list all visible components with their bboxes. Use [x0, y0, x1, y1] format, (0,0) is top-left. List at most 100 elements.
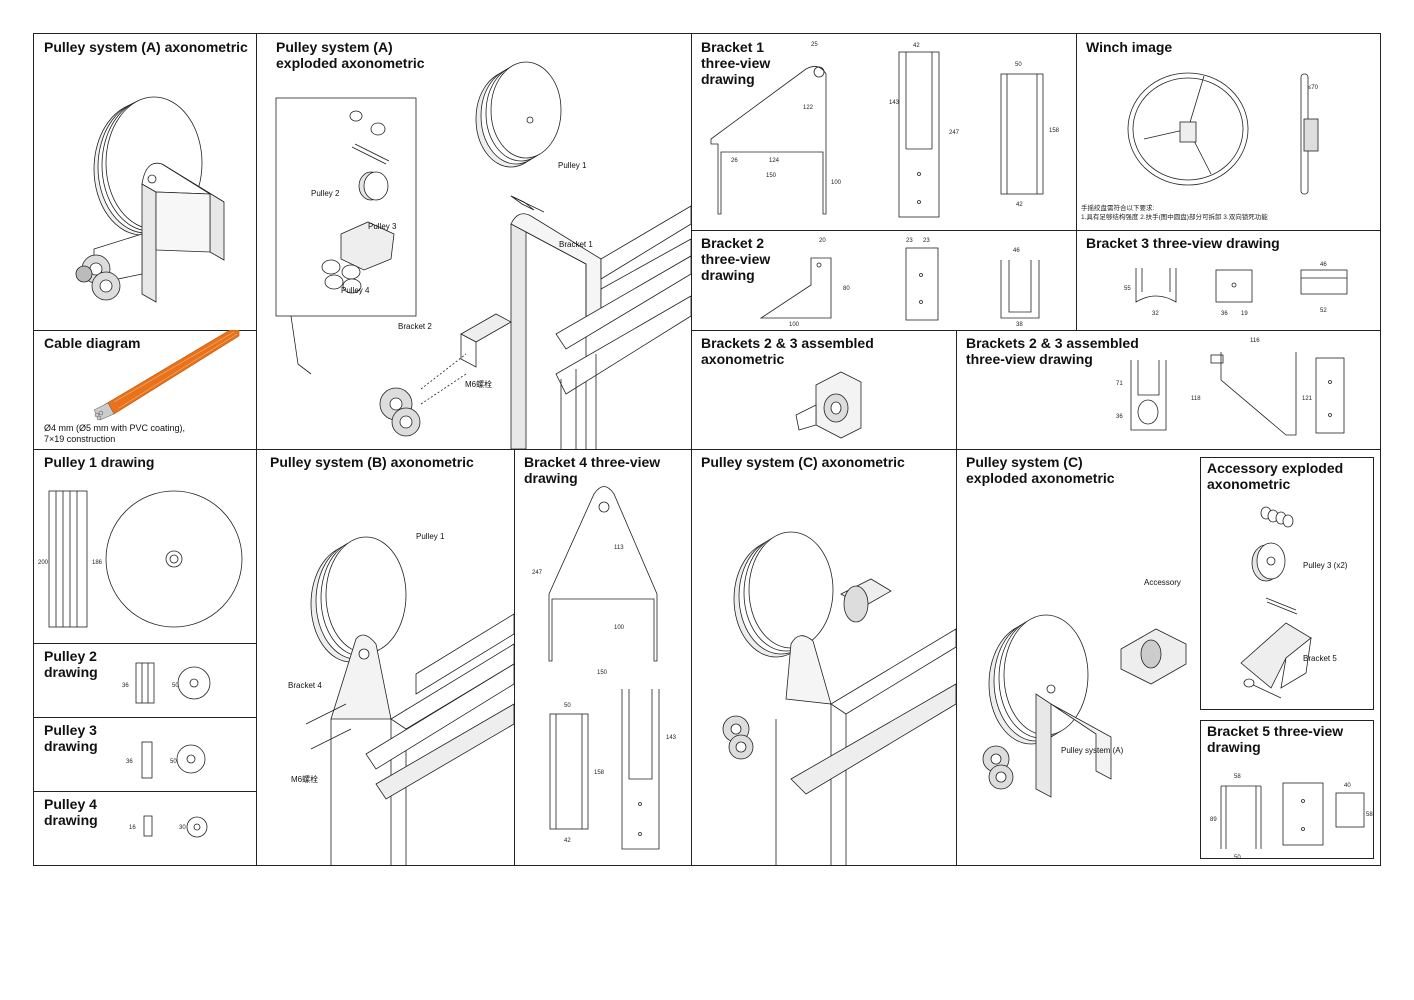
- panel-bracket3: Bracket 3 three-view drawing 55 32 36 19…: [1076, 230, 1380, 330]
- dim-b1-15: 150: [766, 173, 777, 179]
- panel-title: Pulley 4 drawing: [44, 796, 98, 828]
- bracket1-drawing: 25 42 122 143 247 100 26 124 150 158 50 …: [710, 42, 1060, 218]
- pulley4-drawing: 16 30: [129, 815, 208, 838]
- divider: [34, 330, 256, 331]
- divider: [34, 717, 256, 718]
- dim-p4-2: 30: [179, 825, 186, 831]
- panel-title: Cable diagram: [44, 335, 141, 351]
- panel-title: Pulley system (A) axonometric: [44, 39, 248, 55]
- dim-b23-4: 118: [1191, 396, 1201, 402]
- pulley1-drawing: 200 186: [38, 490, 243, 628]
- dim-b2-7: 100: [789, 322, 800, 328]
- dim-b3-9: 36: [1221, 311, 1228, 317]
- winch-note: 手摇绞盘需符合以下要求: 1.具有足够结构强度 2.扶手(图中圆盘)部分可拆卸 …: [1081, 205, 1268, 221]
- panel-brackets23-axo: Brackets 2 & 3 assembled axonometric: [691, 330, 956, 449]
- bracket4-drawing: 113 247 100 150 50 158 42 143: [532, 486, 677, 850]
- label-bolt: M6螺栓: [465, 380, 493, 389]
- dim-b1-17: 158: [1049, 128, 1060, 134]
- pulley2-drawing: 36 50: [122, 662, 211, 704]
- pulley-a-exploded-illustration: [275, 61, 691, 449]
- dim-p1-0: 200: [38, 560, 49, 566]
- dim-b2-11: 23: [906, 238, 913, 244]
- label-pulley4: Pulley 4: [341, 286, 370, 295]
- dim-b1-5: 143: [889, 100, 900, 106]
- panel-bracket4: Bracket 4 three-view drawing 113 247 100…: [514, 449, 691, 865]
- panel-title: Bracket 2 three-view drawing: [701, 235, 771, 283]
- dim-p2-3: 50: [172, 683, 179, 689]
- bracket2-drawing: 20 80 100 23 23 46 38: [759, 238, 1040, 328]
- cable-caption: Ø4 mm (Ø5 mm with PVC coating), 7×19 con…: [44, 423, 186, 444]
- panel-pulley2-drawing: Pulley 2 drawing 36 50: [34, 643, 256, 717]
- dim-b5-0: 58: [1234, 774, 1241, 780]
- dim-p3-2: 50: [170, 759, 177, 765]
- label-pulley2: Pulley 2: [311, 189, 340, 198]
- bracket3-drawing: 55 32 36 19 46 52: [1124, 262, 1348, 317]
- divider: [34, 449, 1380, 450]
- panel-pulley-c-axo: Pulley system (C) axonometric: [691, 449, 956, 865]
- dim-b1-13: 26: [731, 158, 738, 164]
- dim-p3-0: 36: [126, 759, 133, 765]
- dim-b23-0: 116: [1250, 338, 1260, 344]
- dim-b4-4: 150: [597, 670, 608, 676]
- panel-title: Pulley system (C) axonometric: [701, 454, 905, 470]
- bracket5-drawing: 58 89 50 40 58: [1210, 774, 1373, 860]
- label-system-a: Pulley system (A): [1061, 746, 1124, 755]
- dim-b23-2: 36: [1116, 414, 1123, 420]
- dim-b5-4: 89: [1210, 817, 1217, 823]
- divider: [956, 330, 957, 449]
- panel-cable: Cable diagram Ø4 mm (Ø5 mm with PVC coat…: [34, 330, 256, 449]
- dim-b2-12: 23: [923, 238, 930, 244]
- winch-dim: ≤70: [1308, 85, 1319, 91]
- panel-brackets23-three: Brackets 2 & 3 assembled three-view draw…: [956, 330, 1380, 449]
- panel-title: Pulley system (B) axonometric: [270, 454, 474, 470]
- pulley3-drawing: 36 50: [126, 741, 206, 779]
- dim-b4-7: 42: [564, 838, 571, 844]
- dim-p4-0: 16: [129, 825, 136, 831]
- panel-pulley-a-axo: Pulley system (A) axonometric: [34, 34, 256, 330]
- dim-b5-8: 50: [1234, 855, 1241, 860]
- pulley-a-illustration: [75, 96, 225, 303]
- dim-b2-16: 38: [1016, 322, 1023, 328]
- label-pulley3x2: Pulley 3 (x2): [1303, 561, 1348, 570]
- pulley-b-illustration: [305, 536, 514, 865]
- dim-b1-14: 124: [769, 158, 780, 164]
- panel-title: Bracket 5 three-view drawing: [1207, 723, 1344, 755]
- panel-title: Brackets 2 & 3 assembled axonometric: [701, 335, 874, 367]
- panel-title: Pulley 2 drawing: [44, 648, 98, 680]
- pulley-c-exploded-illustration: [982, 614, 1187, 798]
- panel-title: Accessory exploded axonometric: [1207, 460, 1344, 492]
- panel-title: Bracket 4 three-view drawing: [524, 454, 661, 486]
- drawing-sheet: Pulley system (A) axonometric: [33, 33, 1381, 866]
- dim-b3-2: 32: [1152, 311, 1159, 317]
- dim-b5-3: 40: [1344, 783, 1351, 789]
- dim-b4-5: 50: [564, 703, 571, 709]
- dim-b1-20: 50: [1015, 62, 1022, 68]
- dim-b3-11: 46: [1320, 262, 1327, 268]
- dim-b1-6: 247: [949, 130, 960, 136]
- panel-bracket2: Bracket 2 three-view drawing 20 80 100 2…: [691, 230, 1076, 330]
- panel-title: Bracket 3 three-view drawing: [1086, 235, 1280, 251]
- dim-b4-8: 143: [666, 735, 677, 741]
- dim-b1-0: 25: [811, 42, 818, 48]
- panel-bracket5: Bracket 5 three-view drawing 58 89 50 40…: [1200, 720, 1374, 860]
- dim-b1-9: 100: [831, 180, 842, 186]
- label-pulley3: Pulley 3: [368, 222, 397, 231]
- dim-b1-19: 42: [1016, 202, 1023, 208]
- dim-b1-3: 122: [803, 105, 814, 111]
- accessory-illustration: [1240, 506, 1312, 699]
- label-bracket4: Bracket 4: [288, 681, 322, 690]
- panel-title: Pulley 1 drawing: [44, 454, 155, 470]
- panel-title: Winch image: [1086, 39, 1173, 55]
- divider: [34, 643, 256, 644]
- winch-illustration: ≤70: [1127, 72, 1319, 195]
- cable-jacket: [103, 330, 240, 415]
- dim-b3-10: 19: [1241, 311, 1248, 317]
- divider: [34, 791, 256, 792]
- dim-b23-5: 121: [1302, 396, 1313, 402]
- dim-b2-0: 20: [819, 238, 826, 244]
- dim-b1-1: 42: [913, 43, 920, 49]
- panel-pulley-b-axo: Pulley system (B) axonometric Pulley 1 B…: [256, 449, 514, 865]
- label-pulley1: Pulley 1: [558, 161, 587, 170]
- dim-b3-0: 55: [1124, 286, 1131, 292]
- panel-pulley-a-exploded: Pulley system (A) exploded axonometric: [256, 34, 691, 449]
